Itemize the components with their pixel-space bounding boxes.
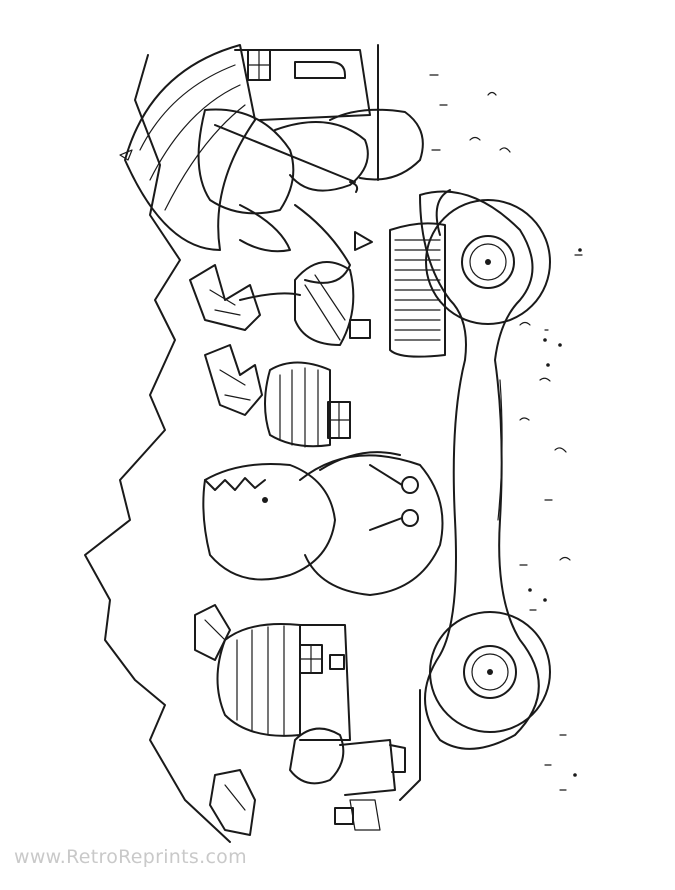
hut-lower [216,623,351,741]
palm-tree-3 [194,604,231,661]
hut-middle-1 [294,261,371,346]
car-wheel-rear [429,611,551,733]
road-pebbles [429,74,583,791]
hut-middle-2 [264,361,351,448]
bottom-rider [289,727,406,831]
road-edge-bottom [399,689,421,801]
car-grille [389,222,446,358]
palm-tree-2 [204,344,263,416]
top-rider [119,108,424,284]
palm-tree-4 [209,769,256,836]
car-wheel-front [425,199,551,325]
mountain-ridge [84,54,231,843]
watermark-text: www.RetroReprints.com [14,846,247,868]
palm-tree-1 [189,264,301,331]
hut-top [124,44,371,251]
car-body [419,190,540,750]
car [389,189,551,750]
center-elephant [202,451,444,596]
